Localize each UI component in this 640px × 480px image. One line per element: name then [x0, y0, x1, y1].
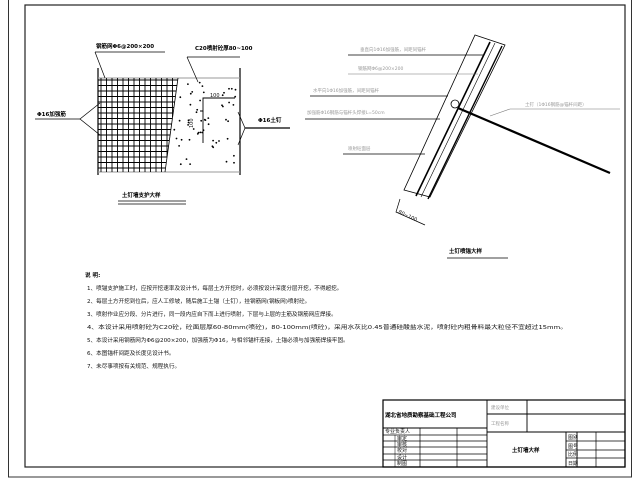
- notes: 说 明: 1、喷锚支护施工时，应按开挖速率及设计书，每层土方开挖时，必须按设计深…: [85, 271, 567, 370]
- notes-heading: 说 明:: [85, 271, 100, 279]
- thickness-dim: 80~100: [397, 209, 418, 223]
- info-row: 比例: [568, 451, 578, 458]
- right-detail-title: 土钉喷锚大样: [449, 247, 483, 255]
- note-item: 3、喷射作业应分段、分片进行，同一段内应自下而上进行喷射，下层与上层的主筋及钢筋…: [87, 310, 337, 318]
- client-label: 建设单位: [491, 404, 509, 411]
- sign-row: 设计: [397, 454, 407, 461]
- info-row: 图号: [568, 444, 578, 450]
- note-item: 5、本设计采用钢筋网为Φ6@200×200，加强筋为Φ16，与相邻锚杆连接，土锚…: [87, 336, 349, 344]
- note-item: 1、喷锚支护施工时，应按开挖速率及设计书，每层土方开挖时，必须按设计深度分层开挖…: [87, 284, 342, 292]
- info-row: 图别: [568, 434, 578, 441]
- sign-row: 审核: [397, 441, 407, 448]
- inner-frame: [24, 4, 626, 468]
- dim-vertical: 100: [189, 118, 195, 128]
- sign-header: 专业负责人: [385, 428, 410, 435]
- soil-nail-shotcrete-detail: 80~100 垂直向1Φ16加强筋，间距同锚杆 钢筋网Φ6@200×200 水平…: [305, 34, 620, 259]
- steel-mesh: [98, 77, 179, 173]
- info-row: 日期: [568, 461, 578, 467]
- concrete-aggregate: [173, 81, 237, 166]
- mesh-label: 钢筋网Φ6@200×200: [96, 42, 154, 50]
- soil-nail-support-detail: 100 100 钢筋网Φ6@200×200 C20喷射砼厚80~100 Φ16加…: [35, 42, 290, 205]
- project-label: 工程名称: [491, 420, 509, 427]
- right-label-4: 加强筋Φ16钢筋与锚杆头焊接L=50cm: [307, 109, 385, 116]
- title-block-text: 湖北省地质勘察基础工程公司 建设单位 工程名称 土钉墙大样 专业负责人 审定 审…: [385, 404, 578, 467]
- dim-horizontal: 100: [210, 93, 220, 99]
- right-nail-label: 土钉（1Φ16钢筋@锚杆间距）: [525, 101, 587, 108]
- drawing-title: 土钉墙大样: [512, 446, 540, 454]
- note-item: 6、本图锚杆间距及长度见设计书。: [87, 349, 174, 357]
- right-label-2: 钢筋网Φ6@200×200: [358, 65, 403, 72]
- stiffener-label: Φ16加强筋: [37, 110, 66, 118]
- right-label-5: 喷射砼面层: [348, 145, 371, 152]
- note-item: 4、本设计采用喷射砼为C20砼，砼面层厚60-80mm(喷砼)，80-100mm…: [87, 323, 567, 331]
- shotcrete-label: C20喷射砼厚80~100: [195, 44, 253, 52]
- sign-row: 校对: [397, 447, 407, 454]
- title-block: [382, 399, 626, 468]
- sign-row: 制图: [397, 460, 407, 467]
- right-label-1: 垂直向1Φ16加强筋，间距同锚杆: [360, 46, 427, 53]
- note-item: 7、未尽事项按有关规范、规程执行。: [87, 362, 180, 370]
- outer-frame: [8, 0, 632, 478]
- nail-label: Φ16土钉: [258, 116, 282, 124]
- sign-row: 审定: [397, 435, 407, 442]
- note-item: 2、每层土方开挖到位后，应人工修坡，随后施工土锚（土钉），挂钢筋网(钢板网)喷射…: [87, 297, 310, 305]
- left-detail-title: 土钉墙支护大样: [122, 191, 161, 199]
- right-label-3: 水平向1Φ16加强筋，间距同锚杆: [313, 87, 380, 94]
- company-name: 湖北省地质勘察基础工程公司: [385, 411, 457, 419]
